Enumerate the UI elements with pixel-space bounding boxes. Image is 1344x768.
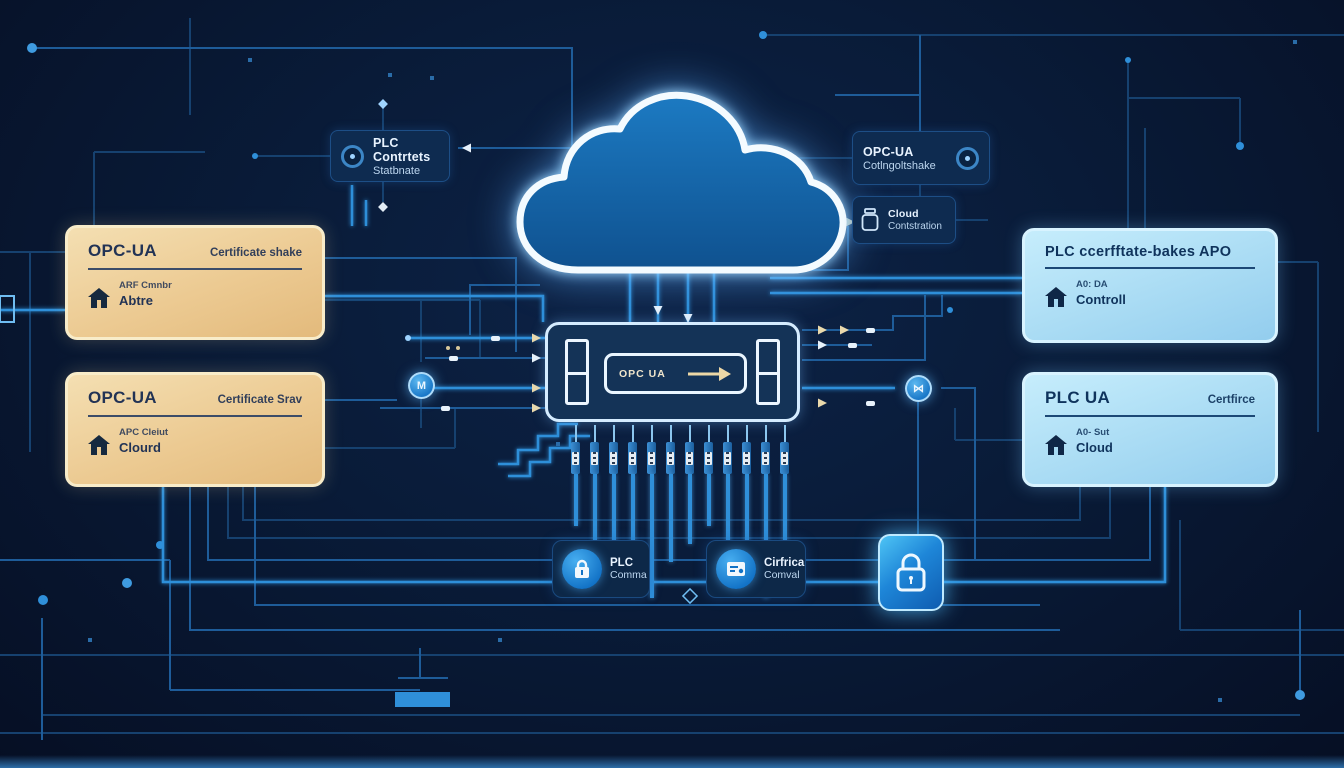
jar-icon: [861, 208, 879, 231]
connector-pin: [609, 425, 618, 562]
ring-node-icon: [956, 146, 979, 170]
card-title: OPC-UA: [88, 241, 157, 260]
card-meta: A0: DA: [1076, 279, 1108, 290]
card-label: Abtre: [119, 293, 153, 308]
node-glyph: M: [416, 379, 427, 392]
badge-line1: Cirfrica: [764, 557, 805, 569]
badge-opcua-handshake: OPC-UA Cotlngoltshake: [852, 131, 990, 185]
connector-pin: [742, 425, 751, 562]
gateway-label: OPC UA: [619, 367, 666, 380]
house-icon: [88, 288, 110, 308]
house-icon: [1045, 287, 1067, 307]
badge-line1: OPC-UA: [863, 144, 914, 159]
card-title: PLC ccerfftate-bakes APO: [1045, 244, 1232, 260]
card-meta: A0- Sut: [1076, 427, 1110, 438]
card-corner-label: Certificate Srav: [217, 394, 302, 406]
connector-pin: [704, 425, 713, 526]
badge-certificate-control: Cirfrica Comval: [706, 540, 806, 598]
badge-line2: Statbnate: [373, 164, 421, 177]
badge-line2: Contstration: [888, 221, 942, 232]
ring-node-icon: [341, 144, 364, 168]
card-label: Clourd: [119, 440, 161, 455]
badge-cloud-configuration: Cloud Contstration: [852, 196, 956, 244]
connector-pin: [647, 425, 656, 598]
card-meta: APC Cleiut: [119, 427, 169, 438]
connector-pin: [780, 425, 789, 544]
gateway-label-box: OPC UA: [604, 353, 747, 394]
card-opcua-certificate-srav: OPC-UA Certificate Srav APC Cleiut Clour…: [65, 372, 325, 487]
connector-pin: [761, 425, 770, 598]
card-corner-label: Certfirce: [1207, 394, 1255, 406]
house-icon: [1045, 435, 1067, 455]
badge-plc-contracts: PLC Contrtets Statbnate: [330, 130, 450, 182]
badge-line2: Cotlngoltshake: [863, 159, 936, 172]
house-icon: [88, 435, 110, 455]
card-label: Controll: [1076, 292, 1126, 307]
card-title: OPC-UA: [88, 388, 157, 407]
card-title: PLC UA: [1045, 388, 1111, 407]
card-label: Cloud: [1076, 440, 1113, 455]
connector-pin: [590, 425, 599, 544]
badge-line1: PLC Contrtets: [373, 135, 431, 164]
connector-pin: [685, 425, 694, 544]
connector-pin: [723, 425, 732, 580]
connector-pin: [628, 425, 637, 580]
card-corner-label: Certificate shake: [209, 247, 302, 259]
node-glyph: ⋈: [913, 383, 924, 395]
connector-pin: [666, 425, 675, 562]
badge-line2: Comma: [610, 569, 647, 581]
badge-line1: PLC: [610, 557, 633, 569]
card-meta: ARF Cmnbr: [119, 280, 172, 291]
card-plc-certificate-api: PLC ccerfftate-bakes APO A0: DA Controll: [1022, 228, 1278, 343]
certificate-icon: [716, 549, 756, 589]
arrow-right-icon: [688, 366, 731, 381]
card-plc-ua-certificate: PLC UA Certfirce A0- Sut Cloud: [1022, 372, 1278, 487]
badge-plc-comms: PLC Comma: [552, 540, 650, 598]
central-gateway-unit: OPC UA: [545, 322, 800, 422]
connector-pin: [571, 425, 580, 526]
cloud-icon: [516, 91, 847, 274]
card-opcua-certificate-shake: OPC-UA Certificate shake ARF Cmnbr Abtre: [65, 225, 325, 340]
node-bowtie: ⋈: [905, 375, 932, 402]
badge-line2: Comval: [764, 569, 800, 581]
lock-icon: [562, 549, 602, 589]
badge-line1: Cloud: [888, 208, 919, 220]
node-m: M: [408, 372, 435, 399]
connector-left-icon: [565, 339, 589, 405]
security-lock-icon: [878, 534, 944, 611]
connector-right-icon: [756, 339, 780, 405]
